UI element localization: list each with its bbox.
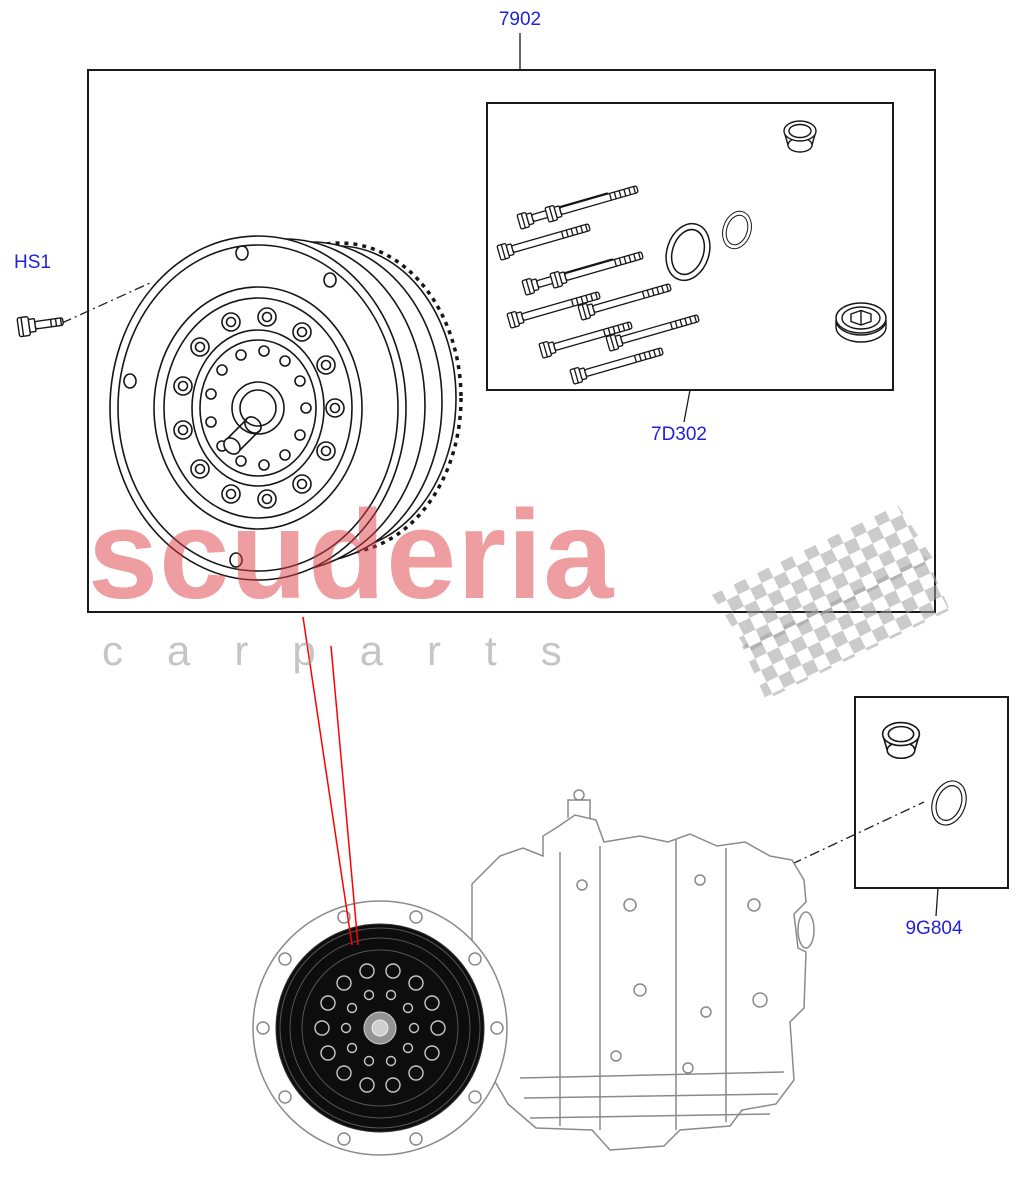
seal-kit-cap-drawing — [881, 721, 921, 760]
seal-kit-oring-drawing — [925, 775, 973, 831]
seal-kit-box — [854, 696, 1009, 889]
callout-lines-red — [302, 616, 359, 946]
converter-bolt-ring — [173, 307, 345, 509]
part-label-9g804[interactable]: 9G804 — [905, 918, 963, 939]
converter-hub-shaft — [223, 416, 262, 455]
kit-cap-drawing — [783, 120, 817, 153]
hs1-bolt-drawing — [16, 316, 64, 338]
part-label-7902[interactable]: 7902 — [498, 9, 542, 30]
torque-converter-drawing — [109, 235, 463, 581]
kit-seal-drawing — [658, 207, 757, 287]
main-assembly-box — [87, 69, 936, 613]
kit-drain-plug-drawing — [835, 302, 887, 343]
part-label-hs1[interactable]: HS1 — [14, 252, 51, 273]
assembly-centerlines — [61, 282, 925, 865]
part-label-7d302[interactable]: 7D302 — [651, 424, 707, 445]
installed-converter-disc — [275, 923, 485, 1133]
bolt-kit-drawing — [496, 181, 702, 385]
leader-lines — [519, 33, 939, 917]
converter-stud-ring — [205, 345, 312, 471]
